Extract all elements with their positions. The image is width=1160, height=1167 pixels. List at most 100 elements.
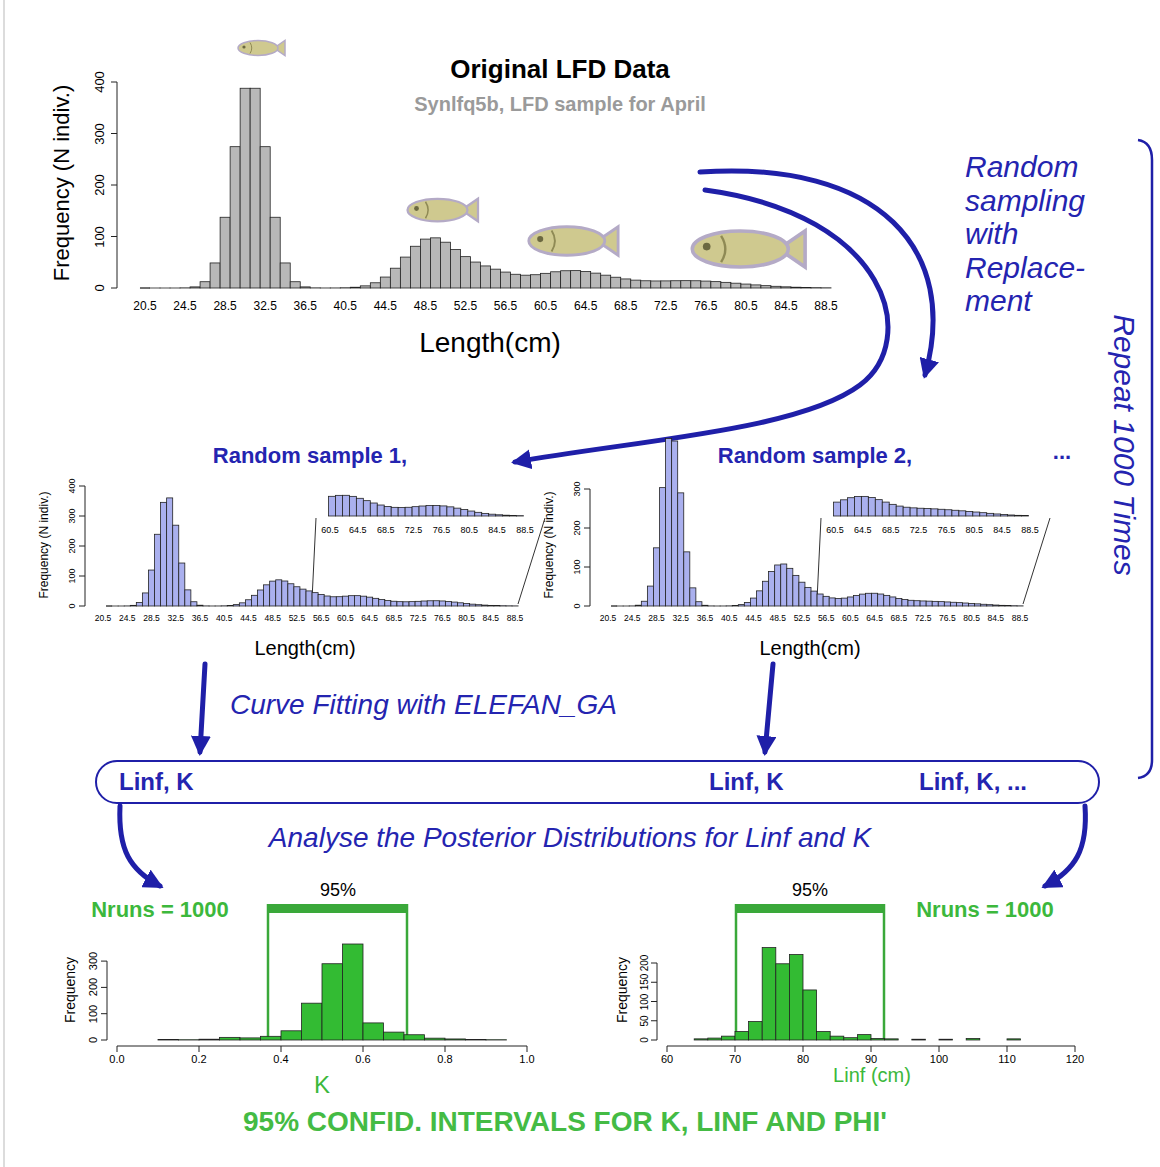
inset-bar: [840, 500, 847, 516]
histogram-bar: [251, 595, 257, 606]
histogram-bar: [811, 287, 821, 288]
axis-line: [651, 1020, 657, 1021]
histogram-bar: [391, 601, 397, 606]
histogram-bar: [690, 588, 696, 606]
axis-line: [584, 567, 590, 568]
inset-bar: [335, 495, 342, 516]
histogram-bar: [521, 275, 531, 288]
inset-bar: [980, 513, 987, 516]
histogram-bar: [470, 604, 476, 606]
histogram-bar: [684, 552, 690, 606]
axis-line: [651, 1040, 657, 1041]
inset-tick-label: 68.5: [882, 526, 900, 535]
histogram-bar: [963, 603, 969, 606]
histogram-bar: [300, 589, 306, 606]
tick-label: 60: [661, 1054, 673, 1066]
histogram-bar: [250, 88, 260, 288]
tick-label: 60.5: [842, 614, 859, 623]
posterior-bar: [803, 990, 817, 1040]
tick-label: 40.5: [721, 614, 738, 623]
tick-label: 32.5: [167, 614, 184, 623]
step-note: Random sampling with Replace- ment: [965, 150, 1115, 318]
tick-label: 120: [1066, 1054, 1084, 1066]
histogram-bar: [140, 288, 150, 289]
tick-label: 80: [797, 1054, 809, 1066]
inset-bar: [973, 512, 980, 516]
parameter-pair: Linf, K, ...: [919, 769, 1027, 794]
histogram-bar: [361, 596, 367, 606]
histogram-bar: [476, 605, 482, 606]
histogram-bar: [340, 287, 350, 288]
tick-label: 0.0: [109, 1054, 124, 1066]
tick-label: 40.5: [216, 614, 233, 623]
inset-bar: [875, 500, 882, 516]
histogram-bar: [878, 594, 884, 606]
tick-label: 64.5: [866, 614, 883, 623]
tick-label: 200: [573, 520, 582, 535]
histogram-bar: [823, 596, 829, 606]
histogram-bar: [342, 596, 348, 606]
histogram-bar: [775, 565, 781, 606]
histogram-bar: [191, 602, 197, 606]
histogram-bar: [190, 287, 200, 288]
axis-line: [871, 1046, 872, 1052]
histogram-bar: [666, 438, 672, 606]
inset-bar: [1022, 515, 1029, 516]
tick-label: 100: [573, 559, 582, 574]
tick-label: 0.6: [355, 1054, 370, 1066]
histogram-bar: [671, 281, 681, 288]
tick-label: 80.5: [458, 614, 475, 623]
inset-bar: [384, 506, 391, 516]
tick-label: 200: [640, 955, 651, 972]
ci-label: 95%: [792, 881, 828, 900]
histogram-bar: [511, 274, 521, 288]
sample-title: Random sample 2,: [718, 444, 912, 467]
histogram-bar: [601, 275, 611, 288]
histogram-bar: [450, 249, 460, 288]
histogram-bar: [161, 502, 167, 606]
histogram-bar: [872, 593, 878, 606]
axis-line: [101, 961, 107, 962]
inset-bar: [349, 496, 356, 516]
tick-label: 0.4: [273, 1054, 288, 1066]
inset-bar: [440, 506, 447, 516]
axis-title: K: [314, 1072, 330, 1097]
histogram-bar: [167, 498, 173, 606]
fish-icon: [238, 41, 285, 56]
histogram-bar: [512, 605, 518, 606]
inset-tick-label: 84.5: [488, 526, 506, 535]
tick-label: 0: [93, 284, 107, 291]
tick-label: 24.5: [624, 614, 641, 623]
histogram-bar: [821, 287, 831, 288]
tick-label: 72.5: [410, 614, 427, 623]
axis-line: [107, 961, 108, 1040]
histogram-bar: [708, 605, 714, 606]
histogram-bar: [653, 548, 659, 606]
inset-bar: [917, 508, 924, 516]
posterior-bar: [735, 1032, 749, 1040]
axis-line: [111, 82, 117, 83]
histogram-bar: [781, 564, 787, 606]
histogram-bar: [1017, 605, 1023, 606]
histogram-bar: [367, 597, 373, 606]
repeat-bracket: [1138, 140, 1152, 778]
inset-bar: [433, 505, 440, 516]
inset-bar: [945, 510, 952, 516]
histogram-bar: [270, 217, 280, 288]
histogram-bar: [763, 581, 769, 606]
histogram-bar: [245, 600, 251, 606]
tick-label: 200: [68, 538, 77, 553]
histogram-bar: [841, 598, 847, 606]
histogram-bar: [460, 257, 470, 288]
tick-label: 48.5: [264, 614, 281, 623]
axis-title: Length(cm): [419, 328, 561, 357]
histogram-bar: [829, 598, 835, 606]
histogram-bar: [835, 599, 841, 606]
inset-bar: [1008, 515, 1015, 516]
posterior-bar: [912, 1039, 926, 1041]
histogram-bar: [801, 287, 811, 289]
axis-title: Length(cm): [759, 638, 860, 659]
histogram-bar: [440, 242, 450, 288]
histogram-bar: [651, 281, 661, 288]
histogram-bar: [240, 88, 250, 288]
